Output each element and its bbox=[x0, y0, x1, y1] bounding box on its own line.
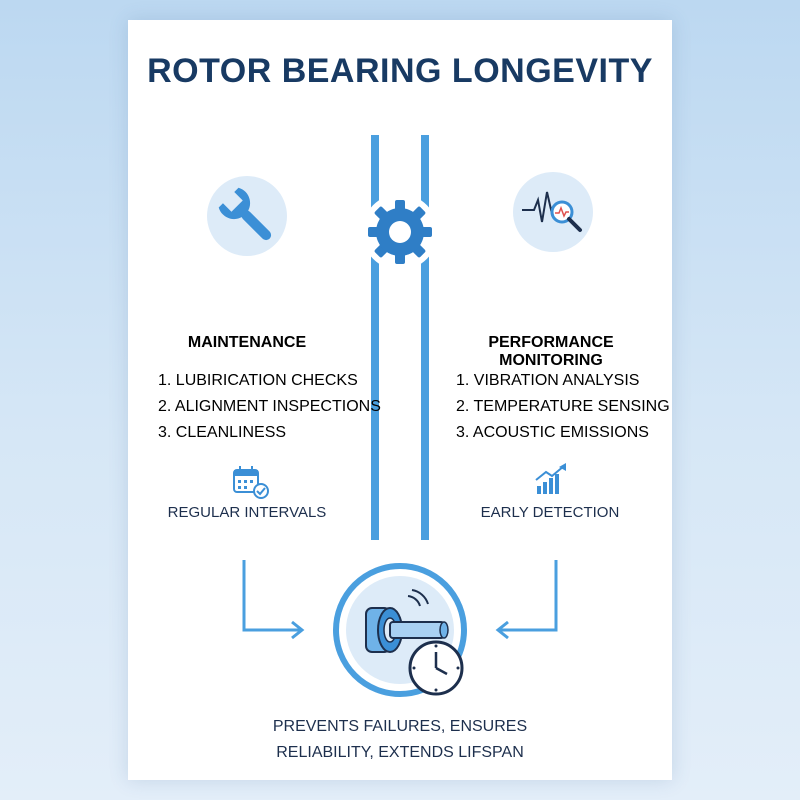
calendar-check-icon bbox=[233, 466, 269, 499]
outcome-text: PREVENTS FAILURES, ENSURES RELIABILITY, … bbox=[200, 714, 600, 766]
maintenance-item-2: 2. ALIGNMENT INSPECTIONS bbox=[158, 398, 381, 415]
early-detection-label: EARLY DETECTION bbox=[480, 504, 620, 521]
left-pipe bbox=[371, 135, 379, 540]
maintenance-heading: MAINTENANCE bbox=[187, 334, 307, 351]
monitoring-item-2: 2. TEMPERATURE SENSING bbox=[456, 398, 670, 415]
right-arrow-icon bbox=[495, 560, 558, 640]
monitoring-item-1: 1. VIBRATION ANALYSIS bbox=[456, 372, 640, 389]
regular-intervals-label: REGULAR INTERVALS bbox=[167, 504, 327, 521]
maintenance-item-3: 3. CLEANLINESS bbox=[158, 424, 287, 441]
bearing-clock-icon bbox=[333, 563, 467, 697]
left-arrow-icon bbox=[242, 560, 305, 640]
outcome-line-2: RELIABILITY, EXTENDS LIFSPAN bbox=[276, 744, 524, 761]
waveform-magnifier-icon bbox=[522, 191, 582, 232]
gear-icon bbox=[368, 200, 432, 264]
monitoring-item-3: 3. ACOUSTIC EMISSIONS bbox=[456, 424, 649, 441]
page-title: ROTOR BEARING LONGEVITY bbox=[147, 52, 653, 90]
wrench-icon bbox=[218, 187, 272, 241]
maintenance-item-1: 1. LUBIRICATION CHECKS bbox=[158, 372, 358, 389]
growth-chart-icon bbox=[535, 463, 566, 494]
right-pipe bbox=[421, 135, 429, 540]
outcome-line-1: PREVENTS FAILURES, ENSURES bbox=[272, 718, 528, 735]
performance-monitoring-heading: PERFORMANCE MONITORING bbox=[488, 334, 614, 369]
